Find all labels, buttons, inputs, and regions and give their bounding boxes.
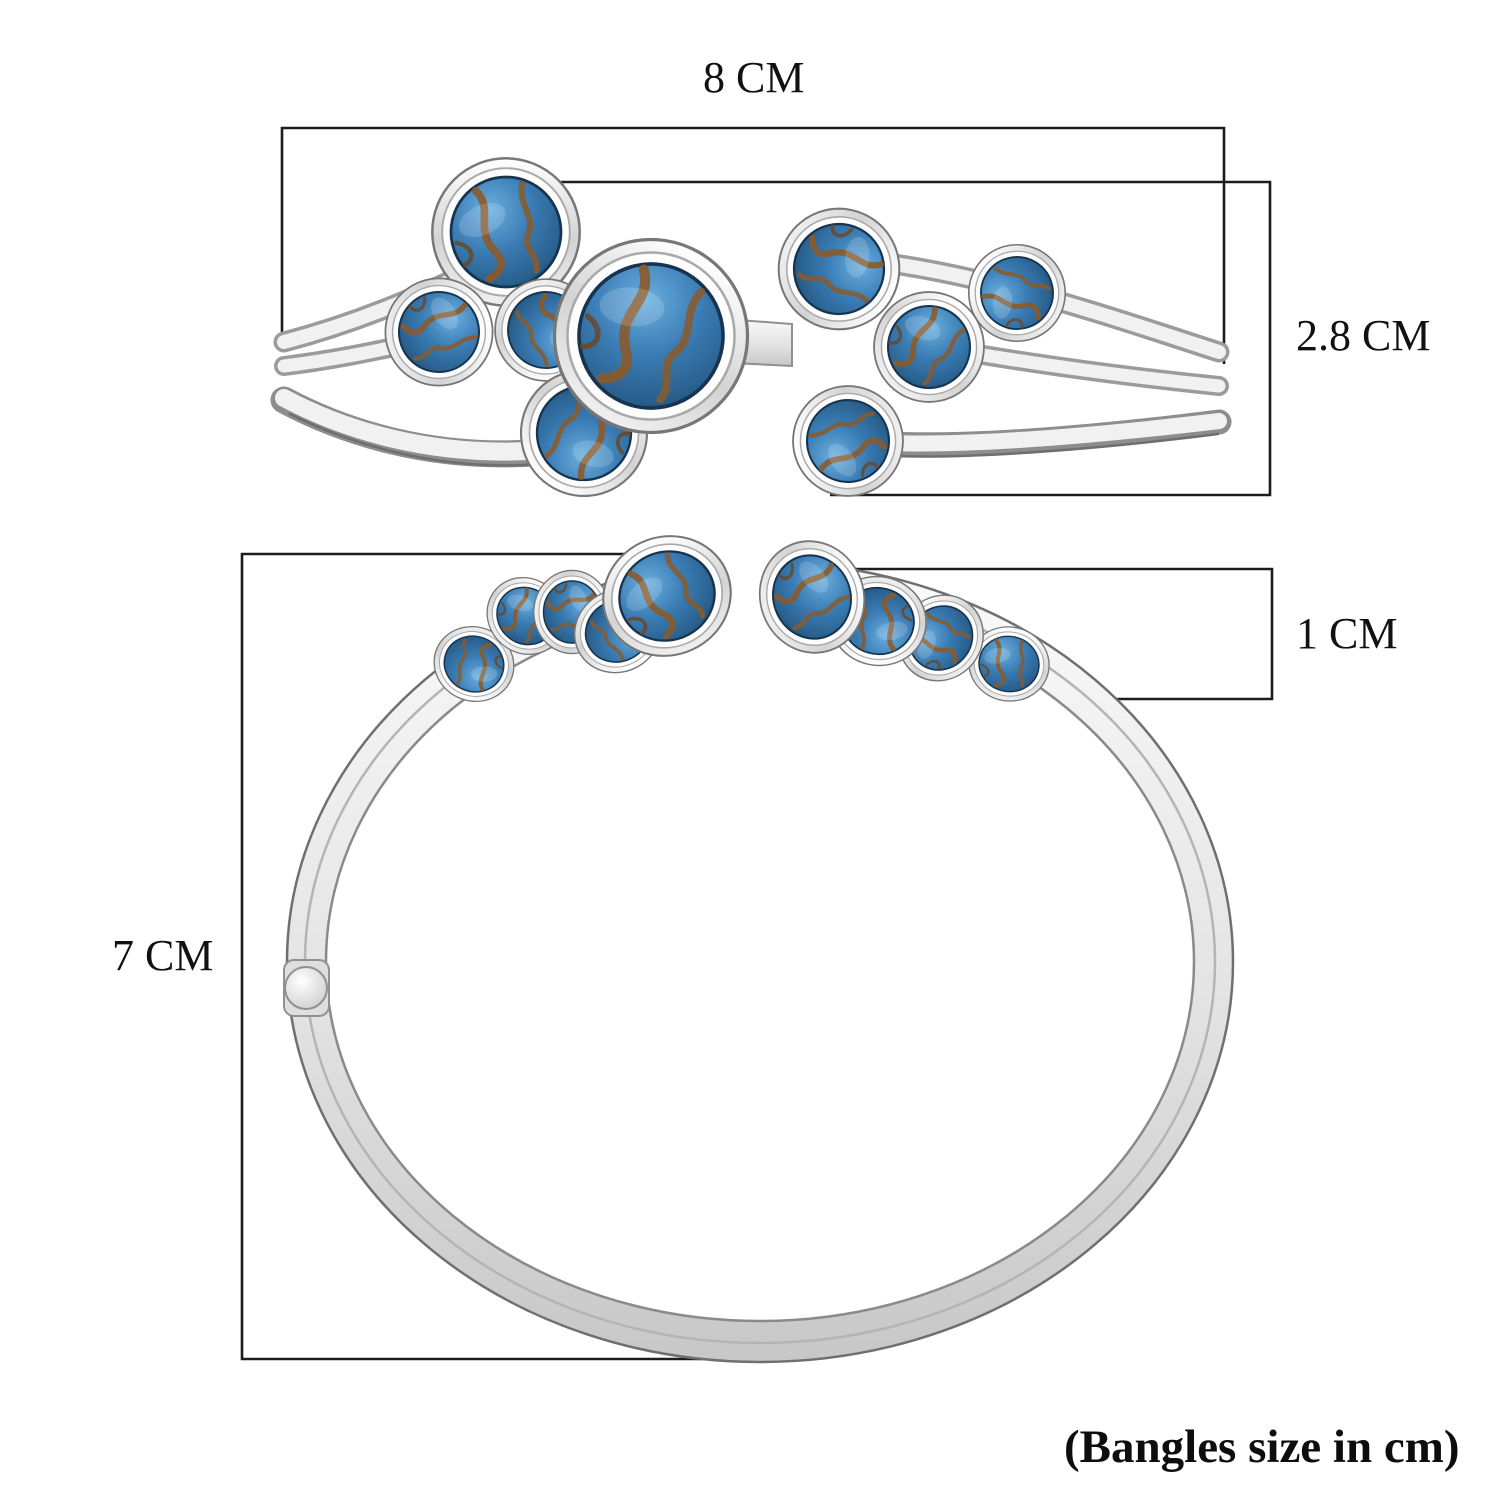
bangle-side-view (283, 518, 1235, 1364)
turquoise-stone (784, 377, 911, 504)
label-front-height-2-8cm: 2.8 CM (1296, 311, 1431, 360)
label-width-8cm: 8 CM (703, 53, 805, 102)
caption-bangles-size: (Bangles size in cm) (1064, 1421, 1460, 1473)
dimension-brackets (240, 126, 1274, 1361)
label-bangle-height-7cm: 7 CM (112, 931, 214, 980)
front-view-stones-left (377, 158, 783, 521)
bracket-8cm (280, 126, 1226, 364)
label-stone-section-1cm: 1 CM (1296, 609, 1398, 658)
cuff-front-view (270, 158, 1232, 521)
hinge-pin-icon (284, 966, 328, 1010)
bracket-7cm (240, 552, 792, 1361)
bracket-2-8cm (500, 180, 1272, 497)
hinge (283, 959, 330, 1017)
